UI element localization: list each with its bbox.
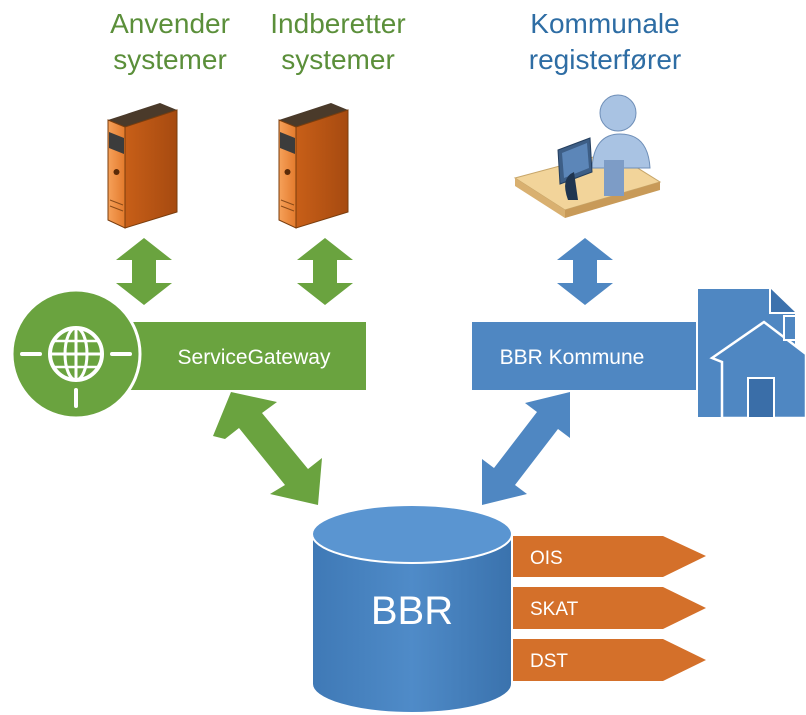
server-icon-anvender [107,103,178,229]
globe-icon [10,288,142,420]
arrow-server1-gateway [116,238,172,305]
output-label-skat: SKAT [530,599,579,620]
bbr-kommune-box [472,322,722,390]
server-icon-indberetter [278,103,349,229]
output-tag-ois [512,536,706,577]
bbr-database-cylinder [311,504,513,714]
arrow-person-kommune [557,238,613,305]
output-label-dst: DST [530,651,568,672]
label-indberetter-systemer: Indberetter systemer [270,8,406,75]
output-label-ois: OIS [530,548,563,569]
output-tag-skat [512,587,706,629]
bbr-database-label: BBR [371,589,453,633]
service-gateway-label: ServiceGateway [178,346,331,369]
label-anvender-systemer: Anvender systemer [110,8,230,75]
arrow-server2-gateway [297,238,353,305]
arrow-kommune-bbr [482,392,570,505]
output-tag-dst [512,639,706,681]
arrow-gateway-bbr [213,392,322,505]
document-house-icon [696,287,806,420]
label-kommunale-registerforer: Kommunale registerfører [528,8,682,75]
person-at-desk-icon [513,94,662,218]
bbr-kommune-label: BBR Kommune [500,346,645,369]
